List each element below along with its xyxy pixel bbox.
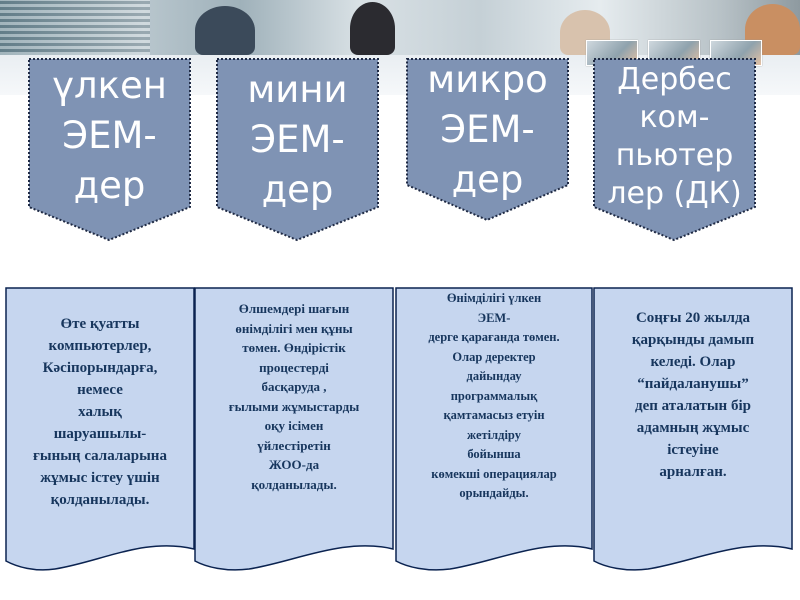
description-card-mini: Өлшемдері шағын өнімділігі мен құны төме… bbox=[194, 287, 394, 577]
title-line: ЭЕМ- bbox=[62, 114, 157, 157]
title-line: дер bbox=[451, 158, 524, 201]
text-line: ғылыми жұмыстарды bbox=[228, 398, 360, 414]
text-line: көмекші операциялар bbox=[431, 466, 557, 481]
text-line: адамның жұмыс bbox=[636, 420, 750, 436]
title-line: пьютер bbox=[615, 138, 734, 173]
text-line: “пайдаланушы” bbox=[637, 376, 749, 392]
arrow-shape bbox=[216, 58, 379, 242]
document-shape bbox=[593, 287, 793, 571]
title-line: лер (ДК) bbox=[607, 176, 742, 211]
category-title: микро ЭЕМ- дер bbox=[409, 55, 566, 205]
text-line: өнімділігі мен құны bbox=[235, 320, 353, 336]
description-text: Соңғы 20 жылда қарқынды дамып келеді. Ол… bbox=[593, 307, 793, 483]
category-card-pc: Дербес ком- пьютер лер (ДК) bbox=[592, 57, 757, 242]
text-line: Кәсіпорындарға, bbox=[42, 360, 158, 376]
description-card-pc: Соңғы 20 жылда қарқынды дамып келеді. Ол… bbox=[593, 287, 793, 577]
text-line: Өте қуатты bbox=[60, 316, 140, 332]
text-line: процестерді bbox=[259, 359, 329, 375]
text-line: орындайды. bbox=[459, 486, 529, 500]
text-line: жұмыс істеу үшін bbox=[40, 470, 160, 486]
category-card-mini: мини ЭЕМ- дер bbox=[215, 57, 380, 242]
category-title: Дербес ком- пьютер лер (ДК) bbox=[596, 61, 753, 213]
text-line: үйлестіретін bbox=[257, 437, 331, 453]
person-image bbox=[350, 2, 395, 55]
category-card-micro: микро ЭЕМ- дер bbox=[405, 57, 570, 242]
header-photo-strip bbox=[0, 0, 800, 55]
text-line: дайындау bbox=[466, 369, 522, 383]
description-card-micro: Өнімділігі үлкен ЭЕМ- дерге қарағанда тө… bbox=[395, 287, 593, 577]
text-line: жетілдіру bbox=[467, 427, 521, 442]
text-line: қамтамасыз етуін bbox=[443, 408, 545, 422]
text-line: қолданылады. bbox=[50, 492, 150, 508]
title-line: микро bbox=[427, 58, 548, 101]
text-line: ЭЕМ- bbox=[477, 310, 511, 325]
text-line: қарқынды дамып bbox=[631, 332, 755, 348]
text-line: Өлшемдері шағын bbox=[238, 301, 350, 316]
title-line: мини bbox=[247, 68, 348, 111]
text-line: істеуіне bbox=[667, 442, 719, 458]
text-line: қолданылады. bbox=[251, 476, 337, 492]
text-line: бойынша bbox=[467, 447, 521, 461]
title-line: үлкен bbox=[52, 64, 167, 107]
text-line: программалық bbox=[450, 388, 538, 403]
text-line: немесе bbox=[77, 382, 123, 398]
text-line: төмен. Өндірістік bbox=[242, 340, 346, 355]
text-line: компьютерлер, bbox=[48, 338, 152, 354]
text-line: халық bbox=[78, 404, 122, 420]
arrow-shape bbox=[593, 58, 756, 242]
text-line: Соңғы 20 жылда bbox=[635, 310, 751, 326]
text-line: басқаруда , bbox=[261, 379, 327, 394]
person-image bbox=[195, 6, 255, 55]
description-card-mainframe: Өте қуатты компьютерлер, Кәсіпорындарға,… bbox=[5, 287, 195, 577]
title-line: дер bbox=[261, 168, 334, 211]
text-line: шаруашылы- bbox=[53, 426, 147, 442]
title-line: ком- bbox=[639, 100, 710, 135]
category-title: мини ЭЕМ- дер bbox=[219, 65, 376, 215]
text-line: келеді. Олар bbox=[650, 354, 736, 370]
description-text: Өнімділігі үлкен ЭЕМ- дерге қарағанда тө… bbox=[395, 289, 593, 504]
text-line: Өнімділігі үлкен bbox=[446, 291, 542, 305]
title-line: дер bbox=[73, 164, 146, 207]
title-line: Дербес bbox=[617, 62, 732, 97]
category-title: үлкен ЭЕМ- дер bbox=[31, 61, 188, 211]
title-line: ЭЕМ- bbox=[250, 118, 345, 161]
arrow-shape bbox=[28, 58, 191, 242]
document-shape bbox=[5, 287, 195, 571]
text-line: арналған. bbox=[659, 464, 727, 480]
title-line: ЭЕМ- bbox=[440, 108, 535, 151]
text-line: Олар деректер bbox=[452, 349, 536, 364]
description-text: Өте қуатты компьютерлер, Кәсіпорындарға,… bbox=[5, 313, 195, 511]
category-card-mainframe: үлкен ЭЕМ- дер bbox=[27, 57, 192, 242]
description-text: Өлшемдері шағын өнімділігі мен құны төме… bbox=[194, 299, 394, 494]
text-line: оқу ісімен bbox=[264, 418, 324, 433]
document-shape bbox=[194, 287, 394, 571]
text-line: деп аталатын бір bbox=[635, 398, 751, 414]
text-line: ЖОО-да bbox=[268, 457, 320, 472]
building-image bbox=[0, 0, 150, 55]
document-shape bbox=[395, 287, 593, 571]
text-line: ғының салаларына bbox=[33, 448, 167, 464]
text-line: дерге қарағанда төмен. bbox=[428, 330, 560, 344]
arrow-shape bbox=[406, 58, 569, 222]
